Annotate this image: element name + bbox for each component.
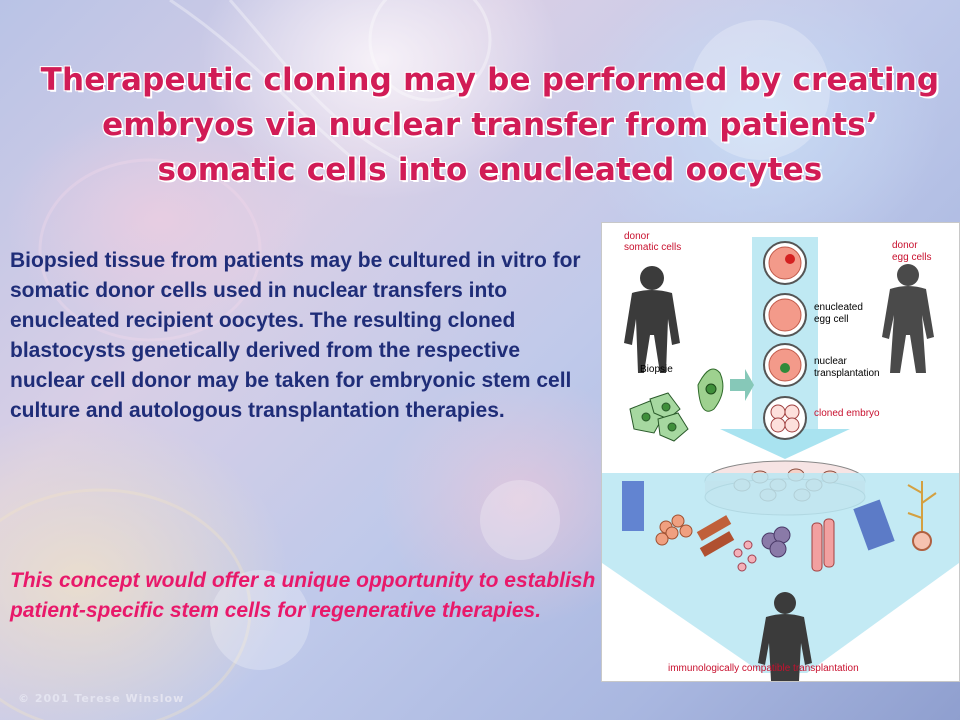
- label-compatible-transplantation: immunologically compatible transplantati…: [668, 663, 859, 674]
- cloned-embryo-cell: [763, 396, 807, 440]
- somatic-donor-silhouette: [624, 266, 680, 373]
- body-paragraph: Biopsied tissue from patients may be cul…: [10, 249, 581, 422]
- label-enucleated-1: enucleated: [814, 302, 863, 313]
- recipient-silhouette: [758, 592, 812, 681]
- label-enucleated-2: egg cell: [814, 314, 849, 325]
- label-donor-egg-1: donor: [892, 240, 918, 251]
- label-cloned-embryo: cloned embryo: [814, 408, 880, 419]
- egg-donor-silhouette: [882, 264, 934, 373]
- label-nuclear-1: nuclear: [814, 356, 847, 367]
- tissue-cluster: [629, 392, 689, 442]
- label-donor-somatic-2: somatic cells: [624, 242, 682, 253]
- cloning-diagram-art: [602, 237, 959, 681]
- label-biopsie: Biopsie: [640, 364, 673, 375]
- label-donor-egg-2: egg cells: [892, 252, 932, 263]
- highlight-paragraph: This concept would offer a unique opport…: [10, 569, 596, 622]
- enucleated-egg-cell: [763, 293, 807, 337]
- nuclear-transplant-egg: [763, 343, 807, 387]
- differentiated-cell-types: [622, 481, 937, 572]
- donor-egg-cell: [763, 241, 807, 285]
- horizontal-arrow: [730, 369, 754, 401]
- label-donor-somatic-1: donor: [624, 231, 650, 242]
- cloning-diagram: donor somatic cells donor egg cells Biop…: [601, 222, 960, 682]
- slide-title: Therapeutic cloning may be performed by …: [40, 62, 940, 188]
- neuron: [907, 481, 937, 551]
- biopsied-cell: [697, 368, 724, 412]
- copyright-notice: © 2001 Terese Winslow: [18, 692, 185, 705]
- label-nuclear-2: transplantation: [814, 368, 880, 379]
